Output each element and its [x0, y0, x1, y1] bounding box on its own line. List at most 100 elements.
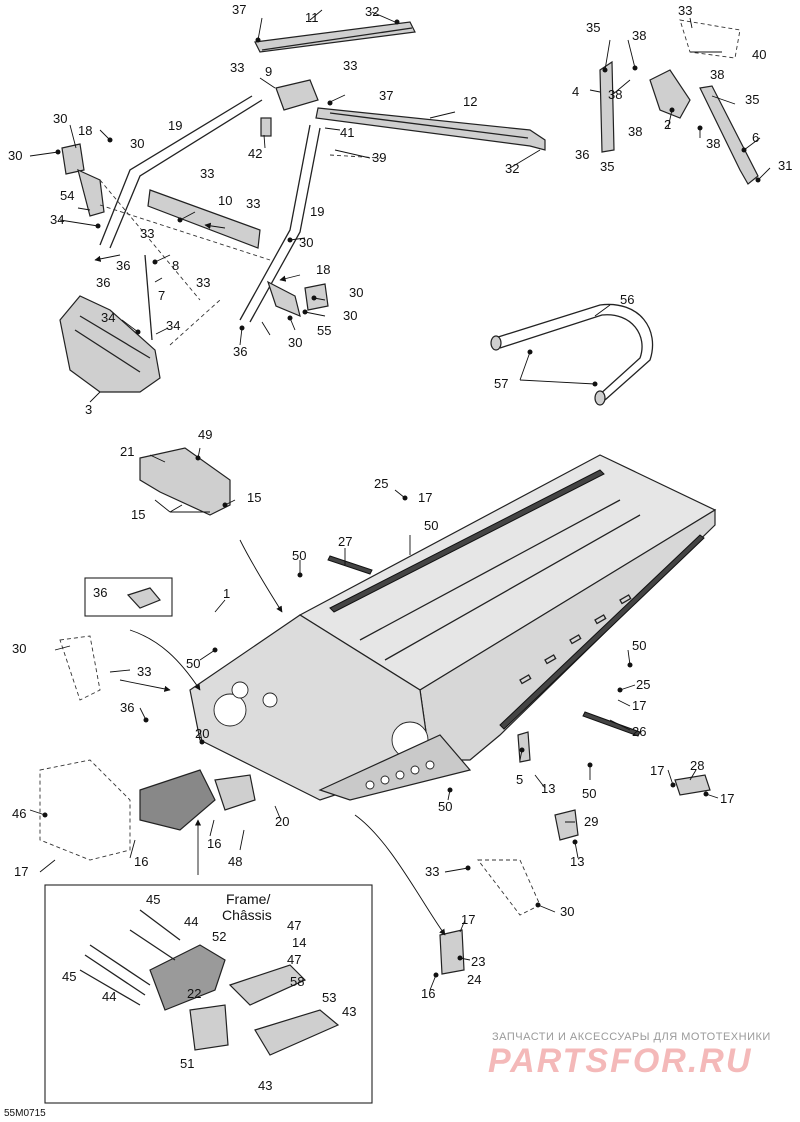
callout-c18: 32 [505, 161, 519, 176]
callout-c73: 17 [632, 698, 646, 713]
fastener-dots [42, 19, 761, 978]
callout-c3: 32 [365, 4, 379, 19]
callout-c56: 57 [494, 376, 508, 391]
detail-box-36 [84, 577, 173, 617]
tube-19-left [99, 95, 263, 249]
callout-c11: 19 [168, 118, 182, 133]
bumper-56 [490, 303, 654, 406]
callout-c96: 24 [467, 972, 481, 987]
left-front-assembly [39, 635, 541, 916]
callout-c9: 30 [53, 111, 67, 126]
callout-c57: 49 [198, 427, 212, 442]
callout-c2: 11 [305, 10, 319, 25]
callout-c59: 15 [247, 490, 261, 505]
callout-c79: 50 [582, 786, 596, 801]
callout-c103: 47 [287, 952, 301, 967]
callout-c64: 27 [338, 534, 352, 549]
right-bracket-group [599, 19, 759, 185]
callout-c30: 18 [316, 262, 330, 277]
callout-c80: 17 [650, 763, 664, 778]
callout-c101: 47 [287, 918, 301, 933]
callout-c102: 14 [292, 935, 306, 950]
callout-c28: 33 [196, 275, 210, 290]
callout-c106: 58 [290, 974, 304, 989]
callout-c63: 50 [424, 518, 438, 533]
inset-box [44, 884, 373, 1104]
callout-c41: 35 [586, 20, 600, 35]
callout-c87: 17 [14, 864, 28, 879]
cross-member-10 [147, 189, 261, 249]
callout-c5: 9 [265, 64, 272, 79]
callout-c17: 39 [372, 150, 386, 165]
callout-c52: 36 [575, 147, 589, 162]
callout-c10: 18 [78, 123, 92, 138]
callout-c12: 30 [130, 136, 144, 151]
callout-c39: 3 [85, 402, 92, 417]
callout-c6: 33 [343, 58, 357, 73]
bracket-2 [649, 69, 691, 119]
bracket-29 [554, 809, 579, 841]
callout-c107: 22 [187, 986, 201, 1001]
inset-label-line2: Châssis [222, 907, 272, 923]
callout-c1: 37 [232, 2, 246, 17]
callout-labels: 37 11 32 33 9 33 37 12 30 18 19 30 30 54… [8, 2, 792, 1093]
support-bar-11 [254, 21, 416, 53]
callout-c68: 30 [12, 641, 26, 656]
callout-c70: 50 [186, 656, 200, 671]
callout-c108: 53 [322, 990, 336, 1005]
callout-c94: 17 [461, 912, 475, 927]
callout-c58: 21 [120, 444, 134, 459]
callout-c86: 46 [12, 806, 26, 821]
bracket-54 [77, 168, 105, 217]
inset-label-line1: Frame/ [226, 891, 270, 907]
tube-19-right [239, 124, 321, 323]
callout-c37: 30 [288, 335, 302, 350]
callout-c105: 44 [102, 989, 116, 1004]
callout-c65: 50 [292, 548, 306, 563]
callout-c90: 48 [228, 854, 242, 869]
callout-c82: 17 [720, 791, 734, 806]
callout-c74: 36 [120, 700, 134, 715]
callout-c19: 33 [200, 166, 214, 181]
callout-c35: 34 [166, 318, 180, 333]
callout-c50: 38 [706, 136, 720, 151]
bracket-6 [699, 85, 759, 185]
callout-c36: 55 [317, 323, 331, 338]
callout-c8: 12 [463, 94, 477, 109]
bracket-55 [266, 280, 301, 318]
callout-c33: 30 [343, 308, 357, 323]
callout-c38: 36 [233, 344, 247, 359]
callout-c92: 33 [425, 864, 439, 879]
upper-steering-support-group [59, 21, 546, 393]
callout-c61: 25 [374, 476, 388, 491]
callout-c53: 35 [600, 159, 614, 174]
bracket-23 [439, 929, 465, 975]
callout-c111: 43 [258, 1078, 272, 1093]
callout-c47: 35 [745, 92, 759, 107]
callout-c7: 37 [379, 88, 393, 103]
callout-c85: 13 [570, 854, 584, 869]
callout-c16: 41 [340, 125, 354, 140]
callout-c62: 17 [418, 490, 432, 505]
bracket-4 [599, 60, 615, 153]
callout-c109: 43 [342, 1004, 356, 1019]
callout-c48: 2 [664, 117, 671, 132]
callout-c4: 33 [230, 60, 244, 75]
callout-c98: 45 [146, 892, 160, 907]
callout-c23: 34 [50, 212, 64, 227]
callout-c46: 38 [710, 67, 724, 82]
callout-c32: 30 [349, 285, 363, 300]
callout-c99: 44 [184, 914, 198, 929]
callout-c67: 1 [223, 586, 230, 601]
callout-c25: 36 [116, 258, 130, 273]
callout-c40: 33 [678, 3, 692, 18]
strip-27 [327, 555, 373, 575]
callout-c76: 26 [632, 724, 646, 739]
bracket-18-left [61, 143, 85, 175]
plate-9 [275, 79, 319, 111]
callout-c45: 38 [608, 87, 622, 102]
footrest [318, 734, 472, 801]
inset-parts [79, 909, 340, 1056]
callout-c55: 56 [620, 292, 634, 307]
